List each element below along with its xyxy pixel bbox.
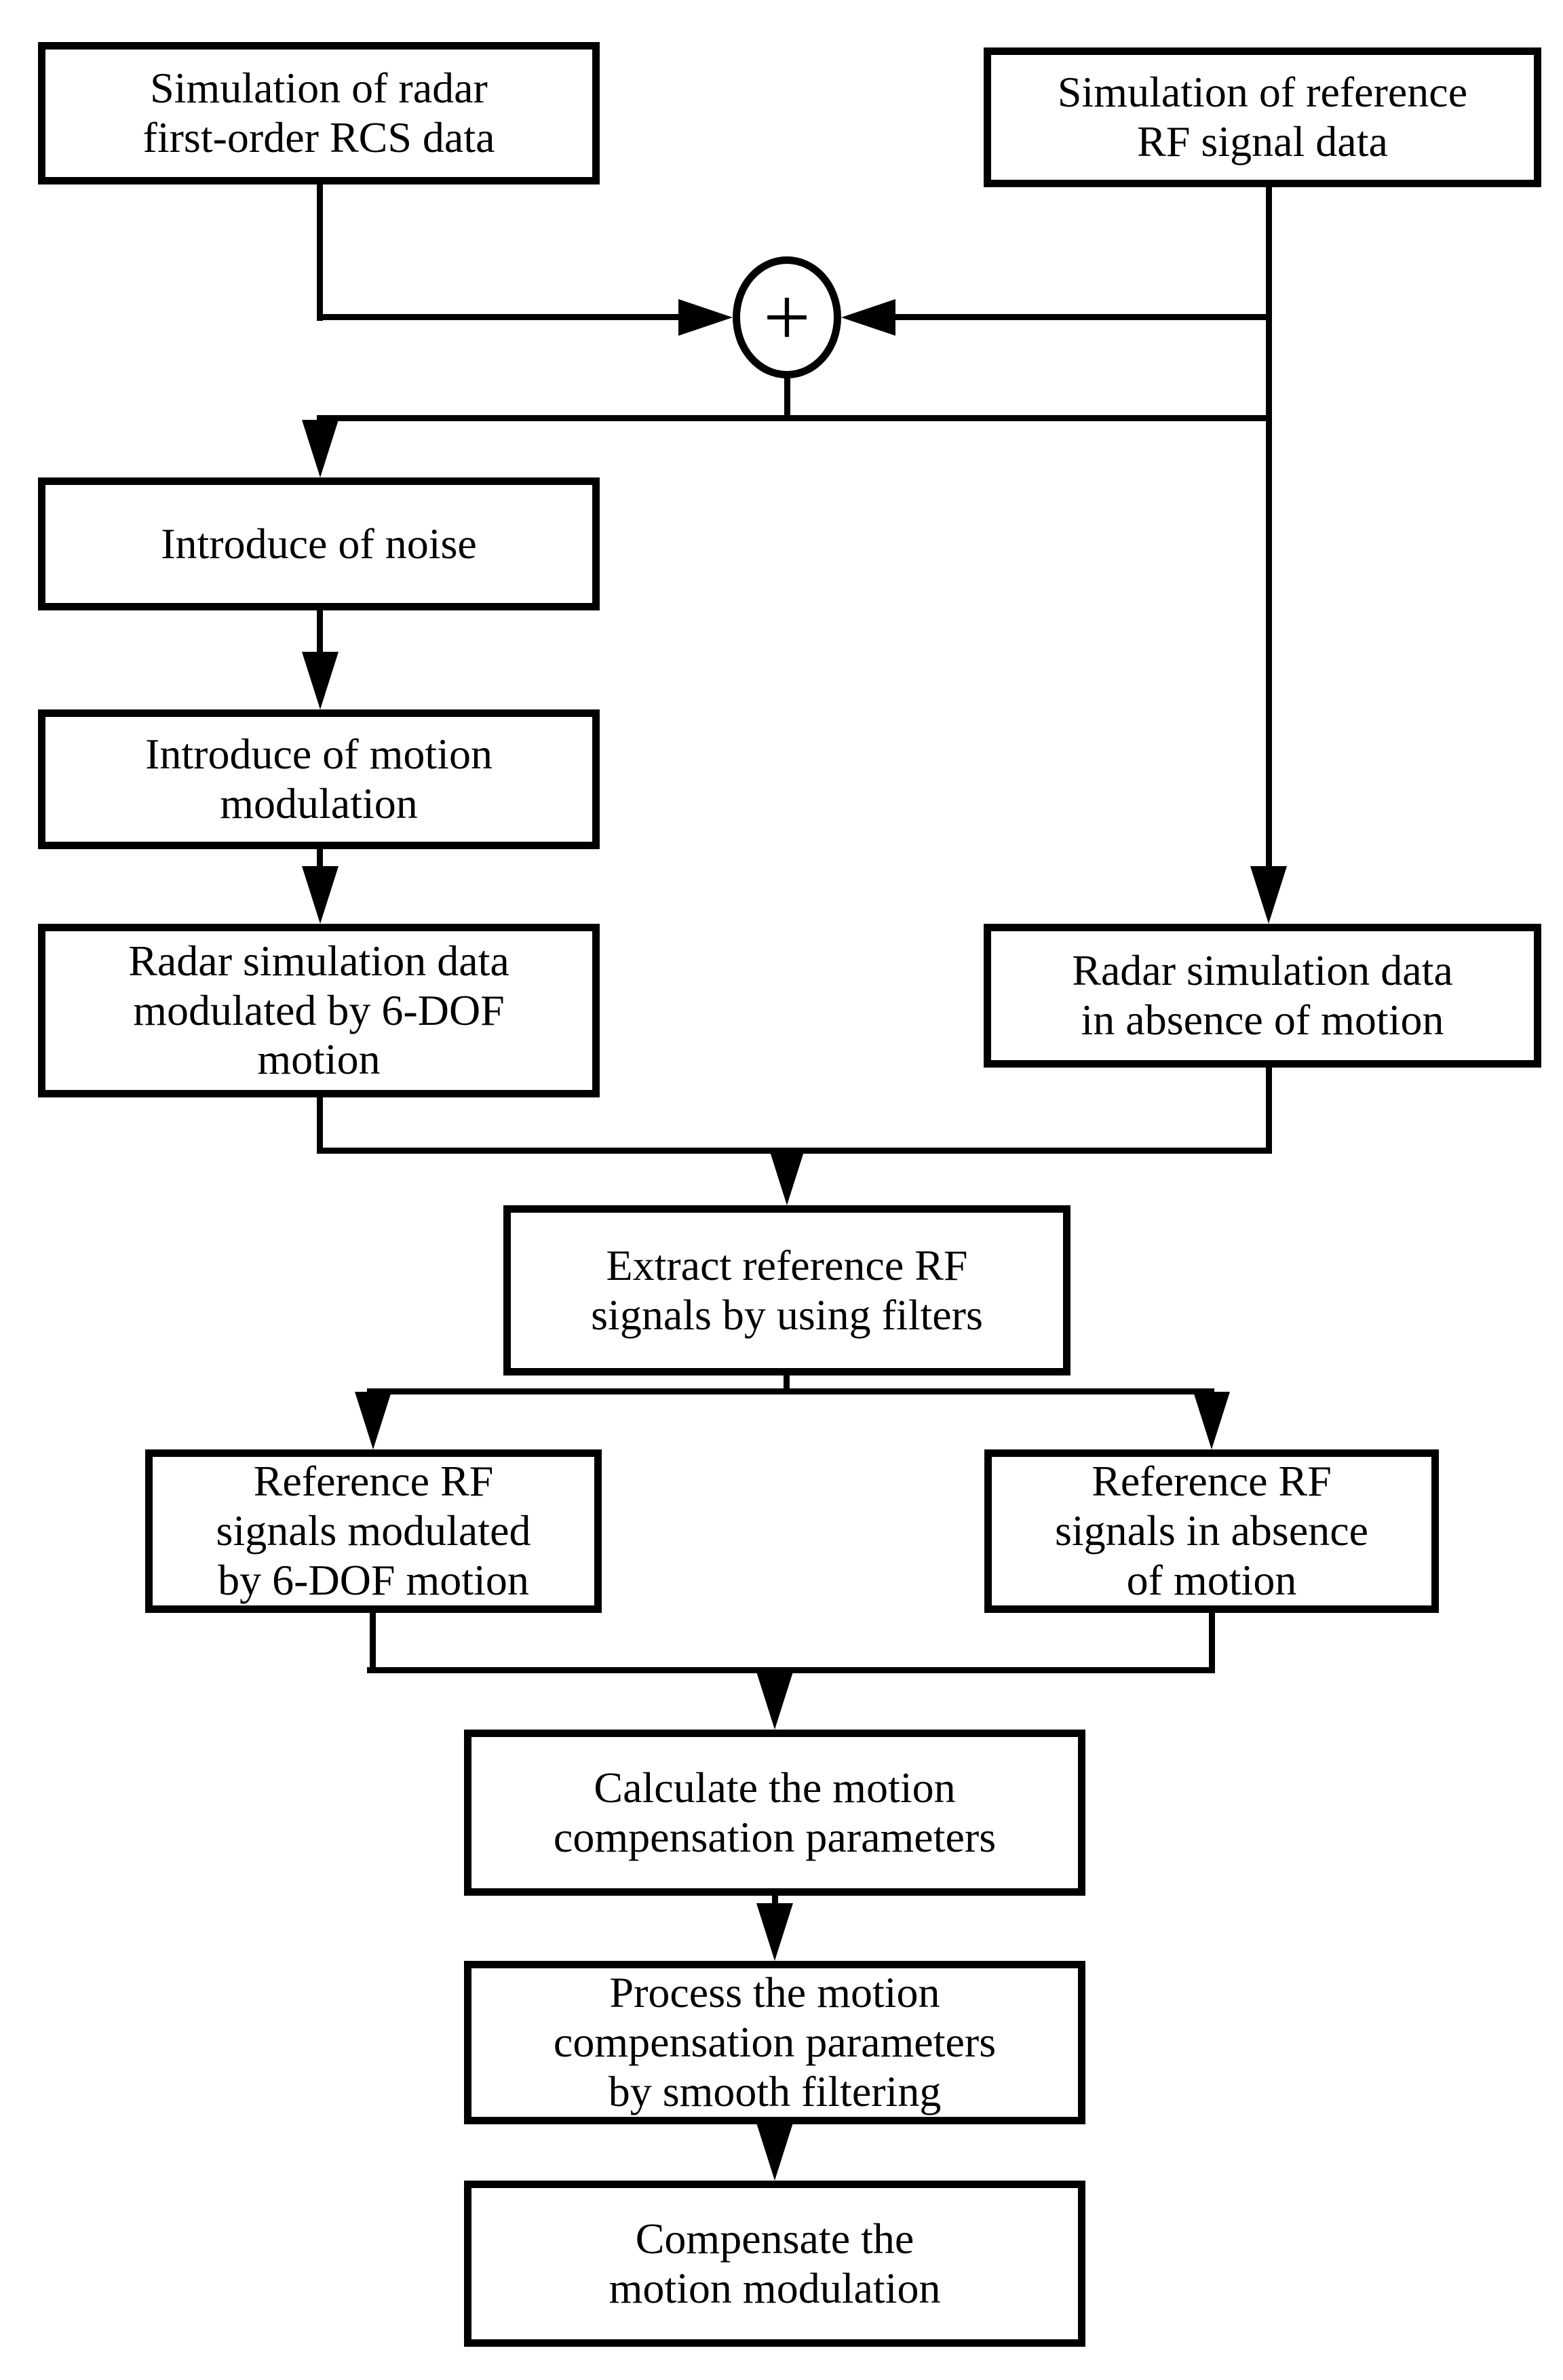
arrowhead-into-ref-mod-icon [355, 1392, 391, 1449]
connector-merge-to-calc [367, 1667, 1214, 1673]
node-text-line: RF signal data [1137, 117, 1388, 165]
node-text-line: Radar simulation data [1072, 946, 1453, 995]
node-radar-data-no-motion: Radar simulation data in absence of moti… [984, 924, 1541, 1068]
node-text-line: by 6-DOF motion [218, 1555, 529, 1604]
node-text-line: Simulation of reference [1057, 68, 1468, 117]
node-text-line: first-order RCS data [142, 113, 495, 161]
connector-rcs-to-sum [320, 314, 678, 320]
node-text-line: Reference RF [1092, 1457, 1332, 1506]
connector-ref-mod-down [370, 1612, 376, 1673]
node-text-line: Introduce of noise [161, 519, 477, 568]
node-text-line: modulation [220, 779, 418, 827]
node-compensate-motion: Compensate the motion modulation [464, 2181, 1085, 2347]
arrowhead-into-radar-mod-icon [302, 866, 339, 924]
node-text-line: signals by using filters [591, 1290, 983, 1339]
node-calculate-compensation: Calculate the motion compensation parame… [464, 1730, 1085, 1896]
arrowhead-into-ref-no-motion-icon [1193, 1392, 1230, 1449]
arrowhead-left-into-sum-icon [841, 299, 895, 336]
connector-ref-to-sum [895, 314, 1269, 320]
node-radar-data-modulated: Radar simulation data modulated by 6-DOF… [38, 924, 600, 1097]
node-text-line: by smooth filtering [608, 2067, 942, 2115]
node-text-line: motion [257, 1035, 381, 1084]
node-text-line: Radar simulation data [128, 936, 509, 985]
node-text-line: signals modulated [216, 1506, 531, 1555]
arrowhead-into-modulation-icon [302, 652, 339, 709]
plus-symbol: + [763, 271, 811, 364]
node-text-line: Compensate the [635, 2214, 914, 2263]
connector-rcs-down [317, 184, 323, 321]
node-text-line: in absence of motion [1081, 996, 1444, 1044]
connector-calc-to-process [772, 1894, 778, 1907]
node-reference-rf-no-motion: Reference RF signals in absence of motio… [984, 1449, 1439, 1613]
connector-ref-down [1266, 187, 1272, 866]
node-text-line: Introduce of motion [145, 730, 493, 779]
connector-radar-mod-down [317, 1096, 323, 1154]
node-text-line: motion modulation [609, 2263, 941, 2312]
connector-extract-output [784, 1374, 790, 1394]
connector-extract-split [367, 1388, 1214, 1394]
node-text-line: Simulation of radar [150, 64, 488, 113]
arrowhead-into-extract-icon [769, 1148, 805, 1205]
node-text-line: Reference RF [253, 1457, 494, 1506]
node-text-line: signals in absence [1054, 1506, 1369, 1555]
arrowhead-into-compensate-icon [756, 2123, 793, 2181]
node-text-line: Calculate the motion [594, 1763, 956, 1812]
connector-ref-no-motion-down [1209, 1612, 1215, 1673]
summation-junction-icon: + [733, 256, 841, 378]
connector-radar-no-motion-down [1266, 1066, 1272, 1154]
arrowhead-into-noise-icon [302, 420, 339, 477]
connector-sum-split [317, 415, 1272, 421]
node-simulation-radar-rcs: Simulation of radar first-order RCS data [38, 42, 600, 184]
arrowhead-into-radar-no-motion-icon [1250, 866, 1287, 924]
node-introduce-motion-modulation: Introduce of motion modulation [38, 709, 600, 849]
node-text-line: of motion [1126, 1555, 1297, 1604]
node-process-compensation: Process the motion compensation paramete… [464, 1961, 1085, 2124]
node-introduce-noise: Introduce of noise [38, 477, 600, 610]
node-reference-rf-modulated: Reference RF signals modulated by 6-DOF … [145, 1449, 602, 1613]
arrowhead-into-calc-icon [756, 1672, 793, 1730]
connector-noise-to-modulation [317, 609, 323, 657]
node-extract-reference-rf: Extract reference RF signals by using fi… [503, 1205, 1070, 1376]
arrowhead-right-into-sum-icon [678, 299, 733, 336]
node-simulation-reference-rf: Simulation of reference RF signal data [984, 47, 1541, 187]
node-text-line: Extract reference RF [606, 1241, 968, 1289]
node-text-line: compensation parameters [553, 1812, 997, 1861]
arrowhead-into-process-icon [756, 1903, 793, 1961]
connector-modulation-to-radar-mod [317, 848, 323, 871]
node-text-line: modulated by 6-DOF [133, 986, 505, 1034]
connector-sum-output [784, 377, 790, 421]
node-text-line: Process the motion [609, 1968, 940, 2017]
node-text-line: compensation parameters [553, 2018, 997, 2067]
